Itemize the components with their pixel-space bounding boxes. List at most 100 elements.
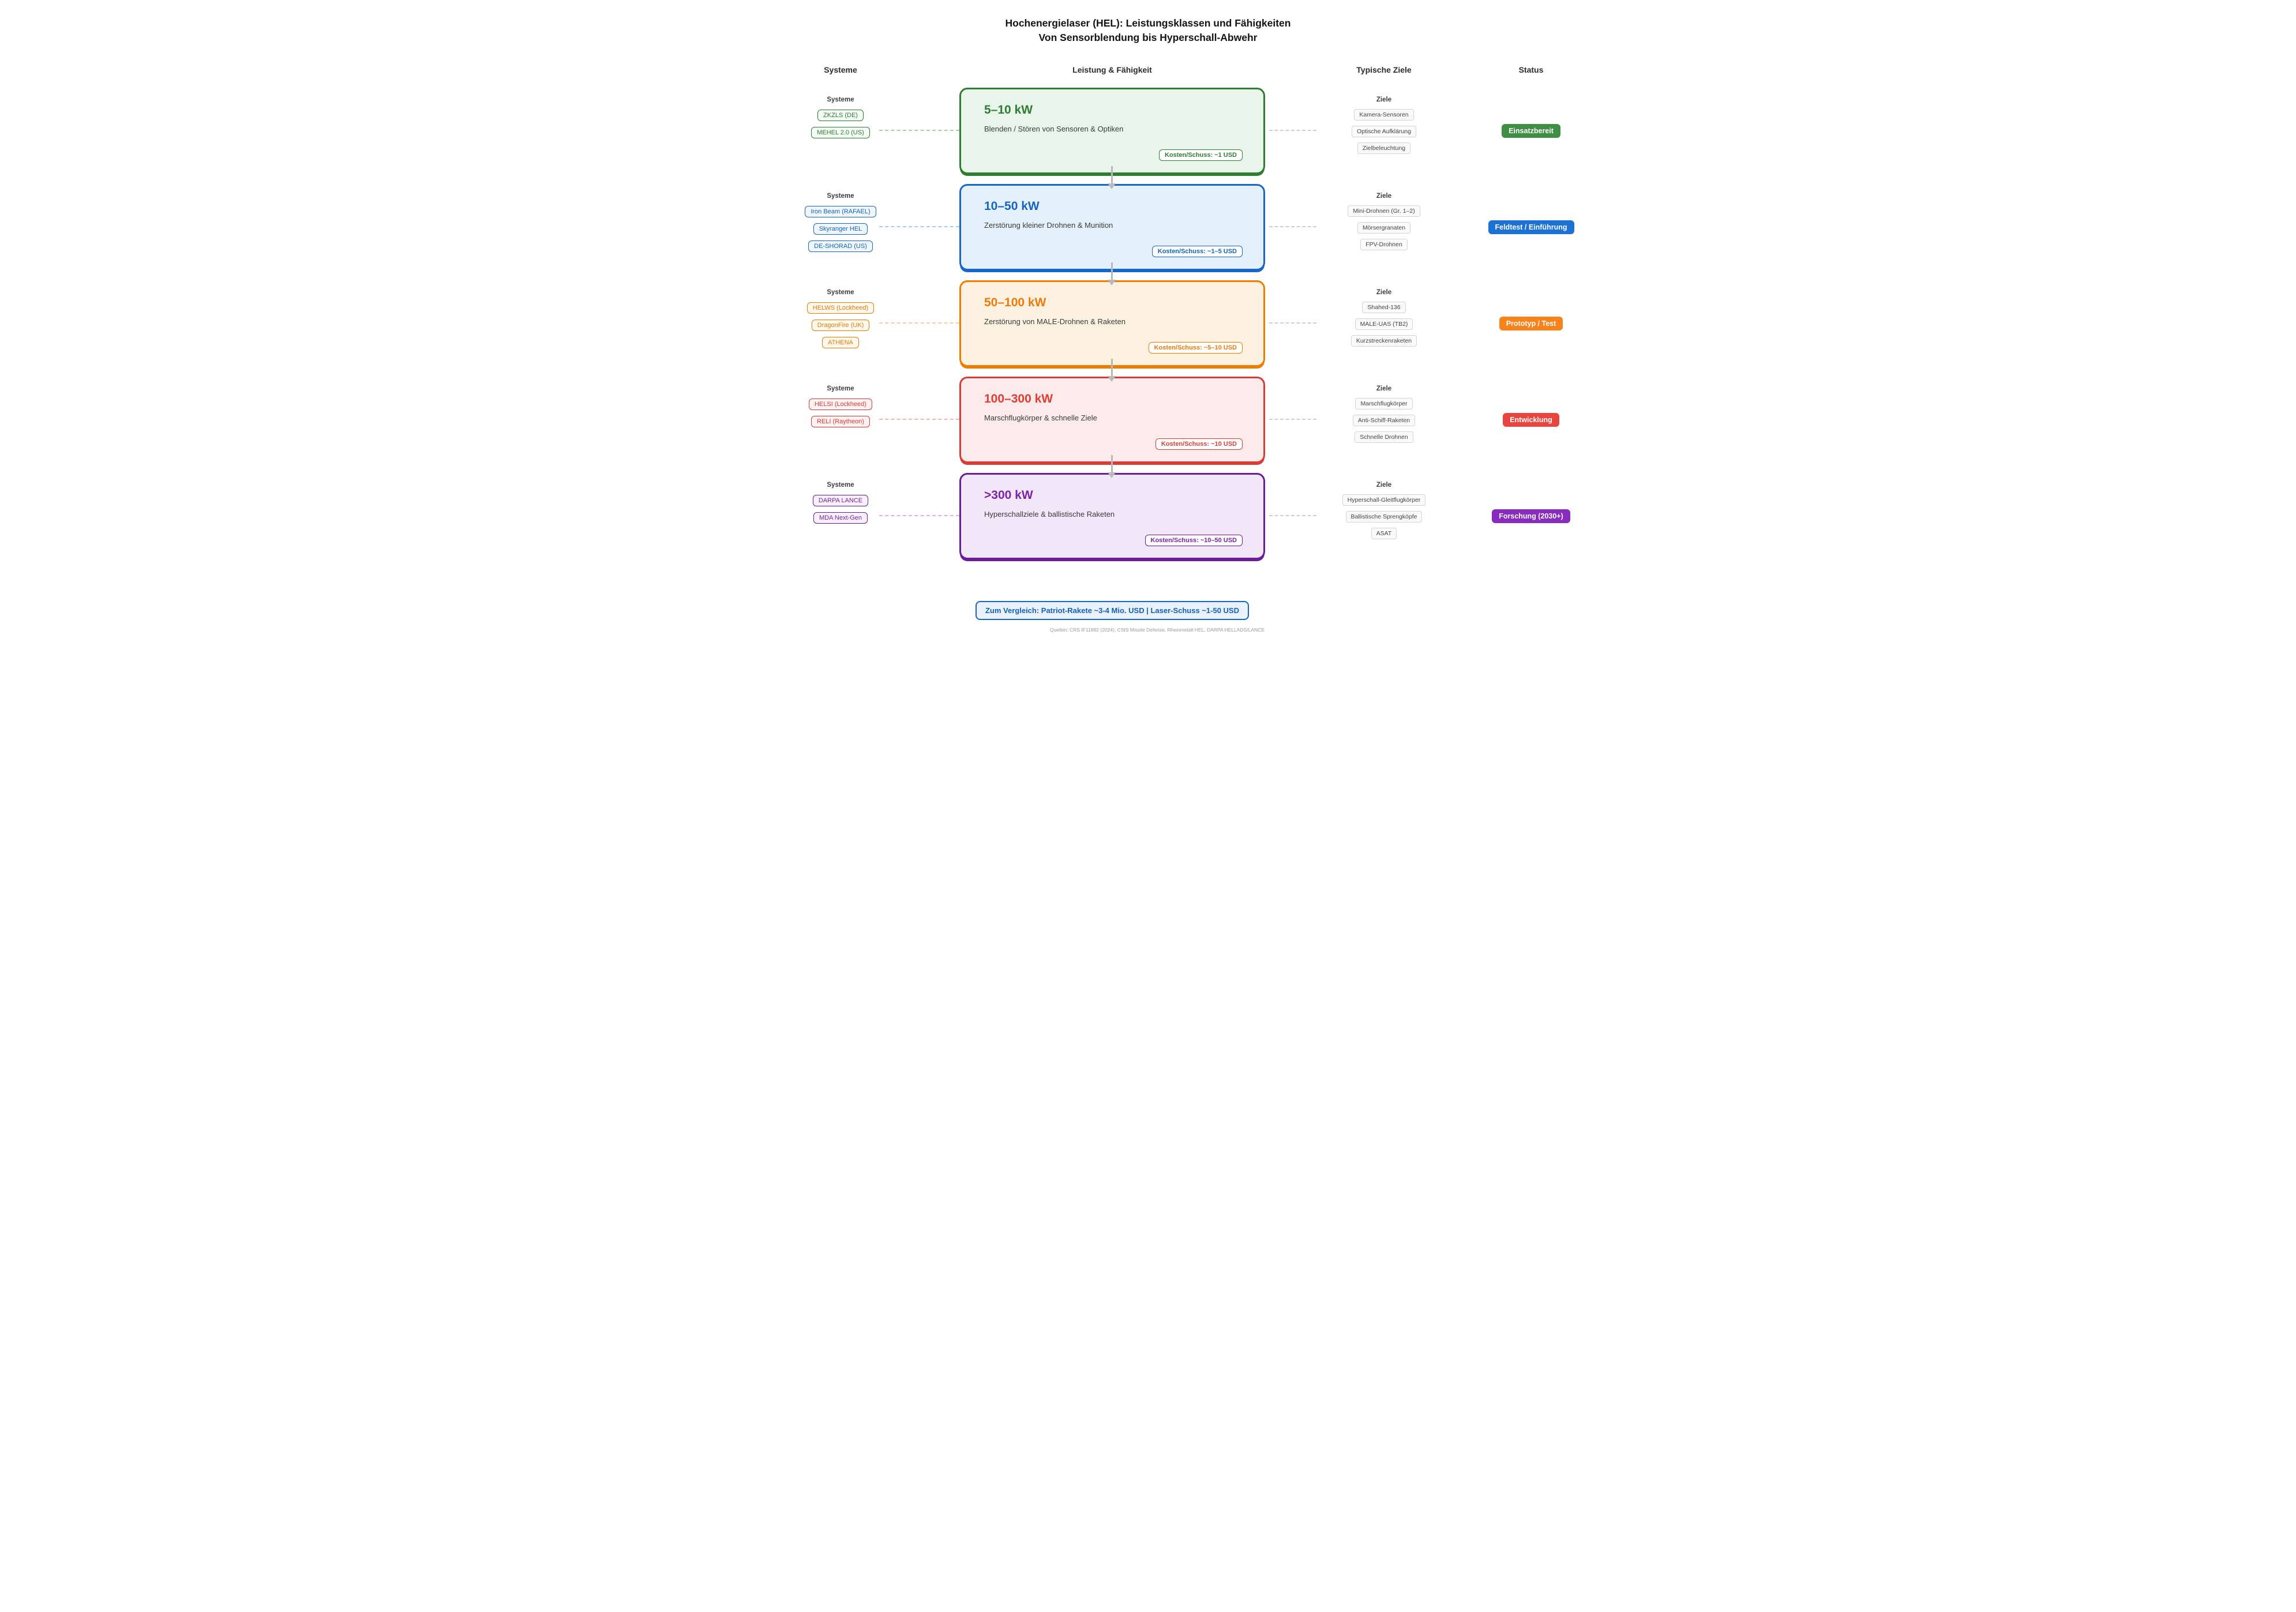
system-badge: RELI (Raytheon) [811,416,870,427]
dashed-connector-right [1269,515,1316,516]
dashed-connector-left [879,226,959,227]
targets-group-label: Ziele [1376,96,1392,103]
targets-group-label: Ziele [1376,193,1392,200]
sources-footnote: Quellen: CRS IF11882 (2024), CSIS Missil… [1050,627,1265,633]
cost-per-shot-badge: Kosten/Schuss: ~1–5 USD [1151,246,1243,257]
system-badge: MEHEL 2.0 (US) [811,127,870,138]
targets-group-label: Ziele [1376,385,1392,392]
system-badge: MDA Next-Gen [813,512,868,524]
target-chip: Kurzstreckenraketen [1350,335,1417,347]
dashed-connector-right [1269,419,1316,420]
systems-column: Systeme ZKZLS (DE) MEHEL 2.0 (US) [754,88,927,177]
systems-group-label: Systeme [827,385,854,392]
target-chip: Optische Aufklärung [1352,126,1416,137]
dashed-connector-right [1269,322,1316,324]
targets-group-label: Ziele [1376,289,1392,296]
target-chip: Schnelle Drohnen [1355,431,1413,443]
systems-group-label: Systeme [827,193,854,200]
page-title: Hochenergielaser (HEL): Leistungsklassen… [689,16,1607,46]
systems-group-label: Systeme [827,482,854,489]
status-column: Feldtest / Einführung [1445,184,1607,270]
target-chip: Kamera-Sensoren [1354,109,1414,121]
system-badge: HELSI (Lockheed) [809,399,872,410]
target-chip: Mörsergranaten [1357,222,1411,234]
status-badge: Entwicklung [1503,413,1559,427]
capability-description: Zerstörung von MALE-Drohnen & Raketen [984,317,1126,326]
systems-column: Systeme HELWS (Lockheed) DragonFire (UK)… [754,280,927,370]
target-chip: Anti-Schiff-Raketen [1352,415,1416,426]
status-badge: Feldtest / Einführung [1488,220,1574,234]
power-class-row-5-10kw: Systeme ZKZLS (DE) MEHEL 2.0 (US) 5–10 k… [689,88,1607,189]
status-badge: Einsatzbereit [1502,124,1560,138]
systems-column: Systeme DARPA LANCE MDA Next-Gen [754,473,927,562]
capability-description: Zerstörung kleiner Drohnen & Munition [984,221,1113,230]
dashed-connector-left [879,419,959,420]
target-chip: MALE-UAS (TB2) [1355,318,1413,330]
title-line-1: Hochenergielaser (HEL): Leistungsklassen… [1005,17,1291,29]
target-chip: Shahed-136 [1362,302,1406,313]
system-badge: ZKZLS (DE) [817,110,864,121]
system-badge: DARPA LANCE [812,495,869,506]
system-badge: Iron Beam (RAFAEL) [805,206,876,217]
dashed-connector-right [1269,226,1316,227]
targets-column: Ziele Shahed-136 MALE-UAS (TB2) Kurzstre… [1297,280,1470,370]
status-column: Einsatzbereit [1445,88,1607,174]
target-chip: Mini-Drohnen (Gr. 1–2) [1348,205,1420,217]
power-label: 100–300 kW [984,392,1053,405]
title-line-2: Von Sensorblendung bis Hyperschall-Abweh… [1038,32,1258,44]
capability-description: Hyperschallziele & ballistische Raketen [984,510,1115,518]
system-badge: DragonFire (UK) [811,320,870,331]
status-column: Forschung (2030+) [1445,473,1607,559]
column-header-targets: Typische Ziele [1356,65,1412,74]
cost-per-shot-badge: Kosten/Schuss: ~1 USD [1158,149,1243,161]
dashed-connector-left [879,515,959,516]
targets-column: Ziele Marschflugkörper Anti-Schiff-Raket… [1297,377,1470,466]
power-label: 50–100 kW [984,296,1046,309]
power-class-box: 50–100 kW Zerstörung von MALE-Drohnen & … [959,280,1265,367]
column-header-capability: Leistung & Fähigkeit [1072,65,1152,74]
targets-column: Ziele Mini-Drohnen (Gr. 1–2) Mörsergrana… [1297,184,1470,273]
status-badge: Prototyp / Test [1499,317,1563,330]
systems-group-label: Systeme [827,96,854,103]
system-badge: HELWS (Lockheed) [806,302,875,314]
target-chip: Zielbeleuchtung [1357,142,1411,154]
capability-description: Marschflugkörper & schnelle Ziele [984,414,1097,422]
targets-column: Ziele Hyperschall-Gleitflugkörper Ballis… [1297,473,1470,562]
hel-infographic: Hochenergielaser (HEL): Leistungsklassen… [689,0,1607,645]
target-chip: Ballistische Sprengköpfe [1345,511,1423,523]
targets-column: Ziele Kamera-Sensoren Optische Aufklärun… [1297,88,1470,177]
system-badge: DE-SHORAD (US) [808,241,873,252]
power-class-row-50-100kw: Systeme HELWS (Lockheed) DragonFire (UK)… [689,280,1607,382]
power-label: 10–50 kW [984,200,1040,213]
power-class-box: >300 kW Hyperschallziele & ballistische … [959,473,1265,559]
power-label: >300 kW [984,489,1033,502]
system-badge: Skyranger HEL [813,223,868,235]
status-badge: Forschung (2030+) [1492,509,1570,523]
cost-per-shot-badge: Kosten/Schuss: ~5–10 USD [1148,342,1243,354]
power-class-row-over-300kw: Systeme DARPA LANCE MDA Next-Gen >300 kW… [689,473,1607,569]
capability-description: Blenden / Stören von Sensoren & Optiken [984,125,1124,133]
status-column: Prototyp / Test [1445,280,1607,367]
power-class-box: 5–10 kW Blenden / Stören von Sensoren & … [959,88,1265,174]
column-header-status: Status [1518,65,1544,74]
power-class-row-100-300kw: Systeme HELSI (Lockheed) RELI (Raytheon)… [689,377,1607,478]
dashed-connector-left [879,130,959,131]
dashed-connector-right [1269,130,1316,131]
status-column: Entwicklung [1445,377,1607,463]
systems-column: Systeme Iron Beam (RAFAEL) Skyranger HEL… [754,184,927,273]
dashed-connector-left [879,322,959,324]
targets-group-label: Ziele [1376,482,1392,489]
column-header-systems: Systeme [824,65,857,74]
system-badge: ATHENA [822,337,859,348]
power-label: 5–10 kW [984,103,1033,117]
target-chip: Marschflugkörper [1355,398,1413,409]
power-class-box: 100–300 kW Marschflugkörper & schnelle Z… [959,377,1265,463]
comparison-note-wrap: Zum Vergleich: Patriot-Rakete ~3-4 Mio. … [959,601,1265,620]
power-class-row-10-50kw: Systeme Iron Beam (RAFAEL) Skyranger HEL… [689,184,1607,285]
systems-group-label: Systeme [827,289,854,296]
cost-per-shot-badge: Kosten/Schuss: ~10 USD [1155,438,1243,450]
cost-per-shot-badge: Kosten/Schuss: ~10–50 USD [1145,535,1243,546]
target-chip: FPV-Drohnen [1360,239,1408,250]
comparison-note: Zum Vergleich: Patriot-Rakete ~3-4 Mio. … [975,601,1249,620]
target-chip: Hyperschall-Gleitflugkörper [1342,494,1426,506]
